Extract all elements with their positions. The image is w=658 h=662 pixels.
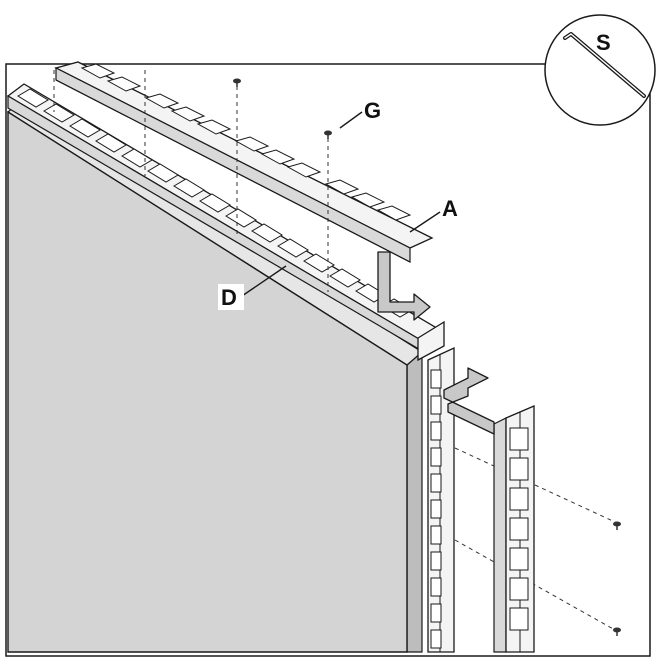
leader-g bbox=[339, 111, 363, 129]
insert-arrow-top bbox=[377, 251, 431, 321]
corner-post bbox=[417, 320, 455, 653]
rail-a-slots bbox=[80, 63, 412, 221]
panel-edge bbox=[406, 350, 423, 653]
top-rail-d bbox=[6, 83, 442, 354]
screw-icon bbox=[233, 78, 241, 87]
label-s: S bbox=[596, 30, 611, 55]
leader-a bbox=[409, 211, 441, 233]
alignment-lines bbox=[53, 70, 616, 631]
vertical-rail-slots bbox=[509, 427, 529, 631]
rail-a bbox=[54, 61, 434, 263]
hex-key-icon bbox=[563, 32, 646, 98]
insert-arrow-side bbox=[443, 367, 495, 435]
rail-d-slots bbox=[17, 88, 413, 318]
label-g: G bbox=[364, 98, 381, 123]
vertical-rail bbox=[493, 405, 535, 653]
diagram-frame bbox=[5, 63, 651, 657]
screw-icon bbox=[613, 627, 621, 636]
leader-d bbox=[241, 265, 287, 297]
label-a: A bbox=[442, 196, 458, 221]
label-d: D bbox=[221, 285, 237, 310]
panel-face bbox=[7, 110, 408, 653]
corner-post-slots bbox=[430, 369, 442, 649]
screw-icon bbox=[324, 130, 332, 139]
tool-inset: S bbox=[544, 14, 656, 126]
screw-icon bbox=[613, 521, 621, 530]
label-d-bg bbox=[218, 284, 244, 310]
panel bbox=[6, 99, 424, 653]
